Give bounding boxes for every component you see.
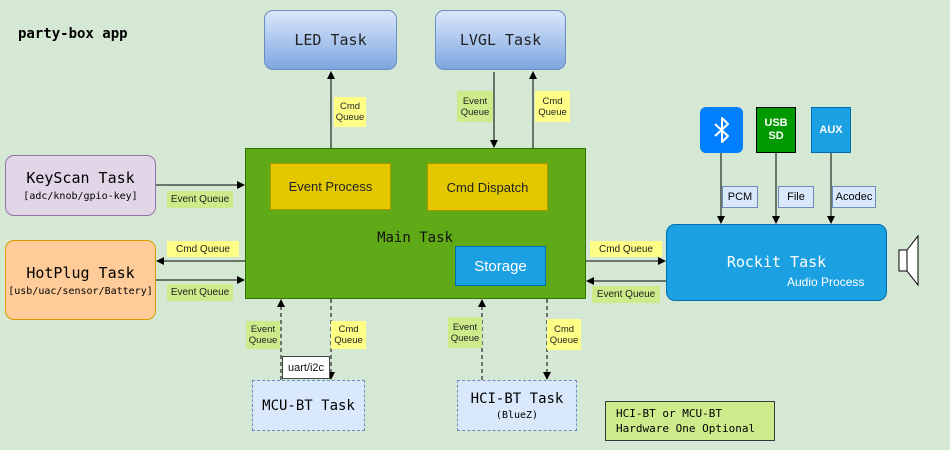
storage-node: Storage <box>455 246 546 286</box>
acodec-label: Acodec <box>832 186 876 208</box>
main-task-title: Main Task <box>377 230 453 246</box>
mcu-cmd-queue-label: Cmd Queue <box>331 321 366 349</box>
hci-cmd-queue-label: Cmd Queue <box>547 319 581 350</box>
hotplug-task-node: HotPlug Task [usb/uac/sensor/Battery] <box>5 240 156 320</box>
note-line-2: Hardware One Optional <box>616 422 756 435</box>
event-process-node: Event Process <box>270 163 391 210</box>
uart-i2c-label: uart/i2c <box>282 356 330 379</box>
rockit-task-node: Rockit Task Audio Process <box>666 224 887 301</box>
hotplug-subtitle: [usb/uac/sensor/Battery] <box>8 285 153 297</box>
rockit-cmd-queue-label: Cmd Queue <box>590 241 662 257</box>
bluetooth-glyph-icon <box>713 117 729 143</box>
hci-bt-title: HCI-BT Task <box>470 390 564 407</box>
mcu-bt-task-node: MCU-BT Task <box>252 380 365 431</box>
led-task-node: LED Task <box>264 10 397 70</box>
lvgl-event-queue-label: Event Queue <box>457 91 493 122</box>
keyscan-event-queue-label: Event Queue <box>167 191 233 208</box>
note-line-1: HCI-BT or MCU-BT <box>616 407 722 420</box>
rockit-title: Rockit Task <box>726 253 827 271</box>
hci-bt-task-node: HCI-BT Task (BlueZ) <box>457 380 577 431</box>
hci-event-queue-label: Event Queue <box>448 317 482 348</box>
file-label: File <box>778 186 814 208</box>
lvgl-task-node: LVGL Task <box>435 10 566 70</box>
hotplug-event-queue-label: Event Queue <box>167 284 233 301</box>
led-cmd-queue-label: Cmd Queue <box>334 97 366 127</box>
usb-sd-source: USB SD <box>756 107 796 153</box>
keyscan-subtitle: [adc/knob/gpio-key] <box>23 191 138 202</box>
rockit-event-queue-label: Event Queue <box>592 286 660 303</box>
app-title: party-box app <box>18 26 128 42</box>
keyscan-title: KeyScan Task <box>26 169 135 187</box>
rockit-subtitle: Audio Process <box>787 275 865 289</box>
mcu-event-queue-label: Event Queue <box>246 321 280 349</box>
hotplug-cmd-queue-label: Cmd Queue <box>167 241 239 257</box>
hotplug-title: HotPlug Task <box>26 263 135 282</box>
pcm-label: PCM <box>722 186 758 208</box>
cmd-dispatch-node: Cmd Dispatch <box>427 163 548 211</box>
hci-bt-subtitle: (BlueZ) <box>495 409 539 421</box>
lvgl-cmd-queue-label: Cmd Queue <box>535 91 570 122</box>
speaker-icon <box>898 234 919 287</box>
aux-source: AUX <box>811 107 851 153</box>
keyscan-task-node: KeyScan Task [adc/knob/gpio-key] <box>5 155 156 216</box>
bluetooth-icon <box>700 107 743 153</box>
optional-hardware-note: HCI-BT or MCU-BT Hardware One Optional <box>605 401 775 441</box>
